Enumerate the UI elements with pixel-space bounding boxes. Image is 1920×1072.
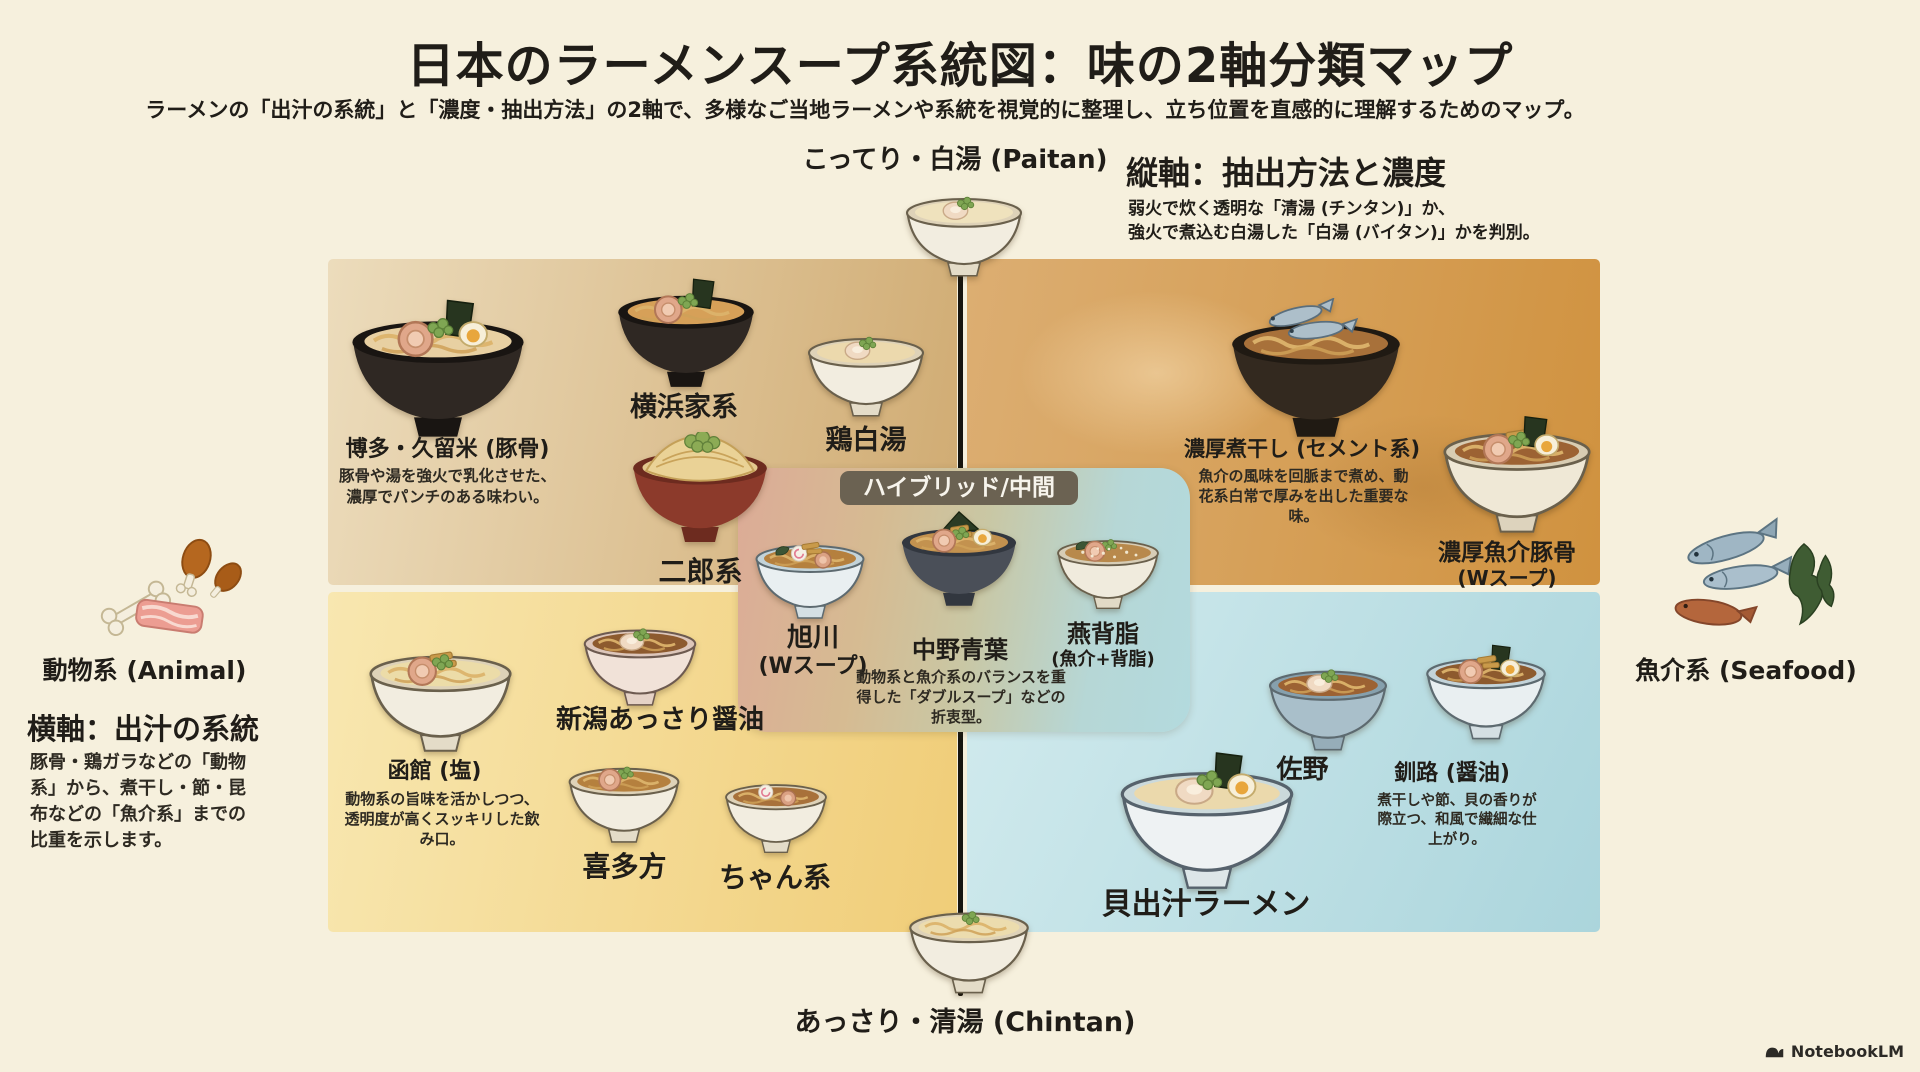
jiro-bowl-icon [625,432,775,547]
niigata-shoyu-bowl-icon [578,614,702,709]
kushiro-shoyu-label: 釧路 (醤油) [1394,761,1510,786]
horizontal-axis-legend-title: 横軸：出汁の系統 [27,712,260,746]
chan-kei-label: ちゃん系 [718,861,831,894]
kai-dashi-label: 貝出汁ラーメン [1101,887,1311,922]
hakata-kurume-label: 博多・久留米 (豚骨) [345,437,550,462]
yokohama-iekei-bowl-icon [610,275,762,392]
jiro-label: 二郎系 [658,555,743,588]
hakata-kurume-desc: 豚骨や湯を強火で乳化させた、濃厚でパンチのある味わい。 [338,467,556,506]
hakodate-shio-label: 函館 (塩) [387,759,482,784]
asahikawa-bowl-icon [750,530,870,622]
axis-right-label: 魚介系 (Seafood) [1635,656,1857,685]
kushiro-shoyu-bowl-icon [1420,642,1552,743]
asahikawa-label: 旭川 [786,623,839,653]
nakano-aoba-bowl-icon [895,502,1023,610]
hakata-kurume-bowl-icon [342,295,534,443]
hakodate-shio-desc: 動物系の旨味を活かしつつ、透明度が高くスッキリした飲み口。 [344,790,540,849]
noko-niboshi-bowl-icon [1222,298,1410,443]
noko-gyokai-tonkotsu-label: 濃厚魚介豚骨 [1438,540,1576,566]
kitakata-label: 喜多方 [582,850,667,883]
axis-bottom-label: あっさり・清湯 (Chintan) [794,1007,1136,1038]
notebooklm-branding: NotebookLM [1764,1042,1904,1061]
vertical-axis-legend-line2: 強火で煮込む白湯した「白湯 (バイタン)」かを判別。 [1128,223,1540,243]
noko-gyokai-tonkotsu-bowl-icon [1436,412,1598,537]
kushiro-shoyu-desc: 煮干しや節、貝の香りが際立つ、和風で繊細な仕上がり。 [1377,793,1537,848]
page-subtitle: ラーメンの「出汁の系統」と「濃度・抽出方法」の2軸で、多様なご当地ラーメンや系統… [145,98,1585,122]
tori-paitan-label: 鶏白湯 [825,425,907,456]
paitan-bowl-icon [900,182,1028,280]
notebooklm-wordmark: NotebookLM [1790,1042,1904,1061]
kitakata-bowl-icon [563,752,685,846]
horizontal-axis-legend-desc: 豚骨・鶏ガラなどの「動物系」から、煮干し・節・昆布などの「魚介系」までの比重を示… [30,752,246,852]
nakano-aoba-desc: 動物系と魚介系のバランスを重得した「ダブルスープ」などの折衷型。 [856,668,1066,727]
chintan-bowl-icon [903,896,1035,997]
sano-label: 佐野 [1276,755,1329,785]
tori-paitan-bowl-icon [802,322,930,420]
vertical-axis-legend-line1: 弱火で炊く透明な「清湯 (チンタン)」か、 [1128,199,1456,219]
kai-dashi-bowl-icon [1112,748,1302,894]
seafood-fish-illustration [1648,515,1843,645]
noko-niboshi-label: 濃厚煮干し (セメント系) [1183,437,1421,461]
sano-bowl-icon [1263,654,1393,754]
tsubame-seabura-label: 燕背脂 [1067,620,1139,648]
tsubame-seabura-sub: (魚介+背脂) [1051,649,1155,670]
page-title: 日本のラーメンスープ系統図：味の2軸分類マップ [406,38,1514,94]
nakano-aoba-label: 中野青葉 [912,636,1008,664]
noko-gyokai-tonkotsu-sub: (Wスープ) [1457,566,1557,590]
hybrid-badge: ハイブリッド/中間 [840,471,1078,505]
tsubame-seabura-bowl-icon [1052,526,1164,612]
axis-left-label: 動物系 (Animal) [42,656,247,685]
noko-niboshi-desc: 魚介の風味を回脈まで煮め、動花系白常で厚みを出した重要な味。 [1198,467,1409,526]
notebooklm-logo-icon [1764,1045,1785,1059]
asahikawa-sub: (Wスープ) [758,654,868,679]
axis-top-label: こってり・白湯 (Paitan) [802,145,1108,175]
chan-kei-bowl-icon [720,770,832,856]
yokohama-iekei-label: 横浜家系 [630,392,738,423]
animal-meat-illustration [88,518,243,648]
hakodate-shio-bowl-icon [362,636,519,756]
vertical-axis-legend-title: 縦軸：抽出方法と濃度 [1126,154,1447,192]
niigata-shoyu-label: 新潟あっさり醤油 [555,705,764,735]
